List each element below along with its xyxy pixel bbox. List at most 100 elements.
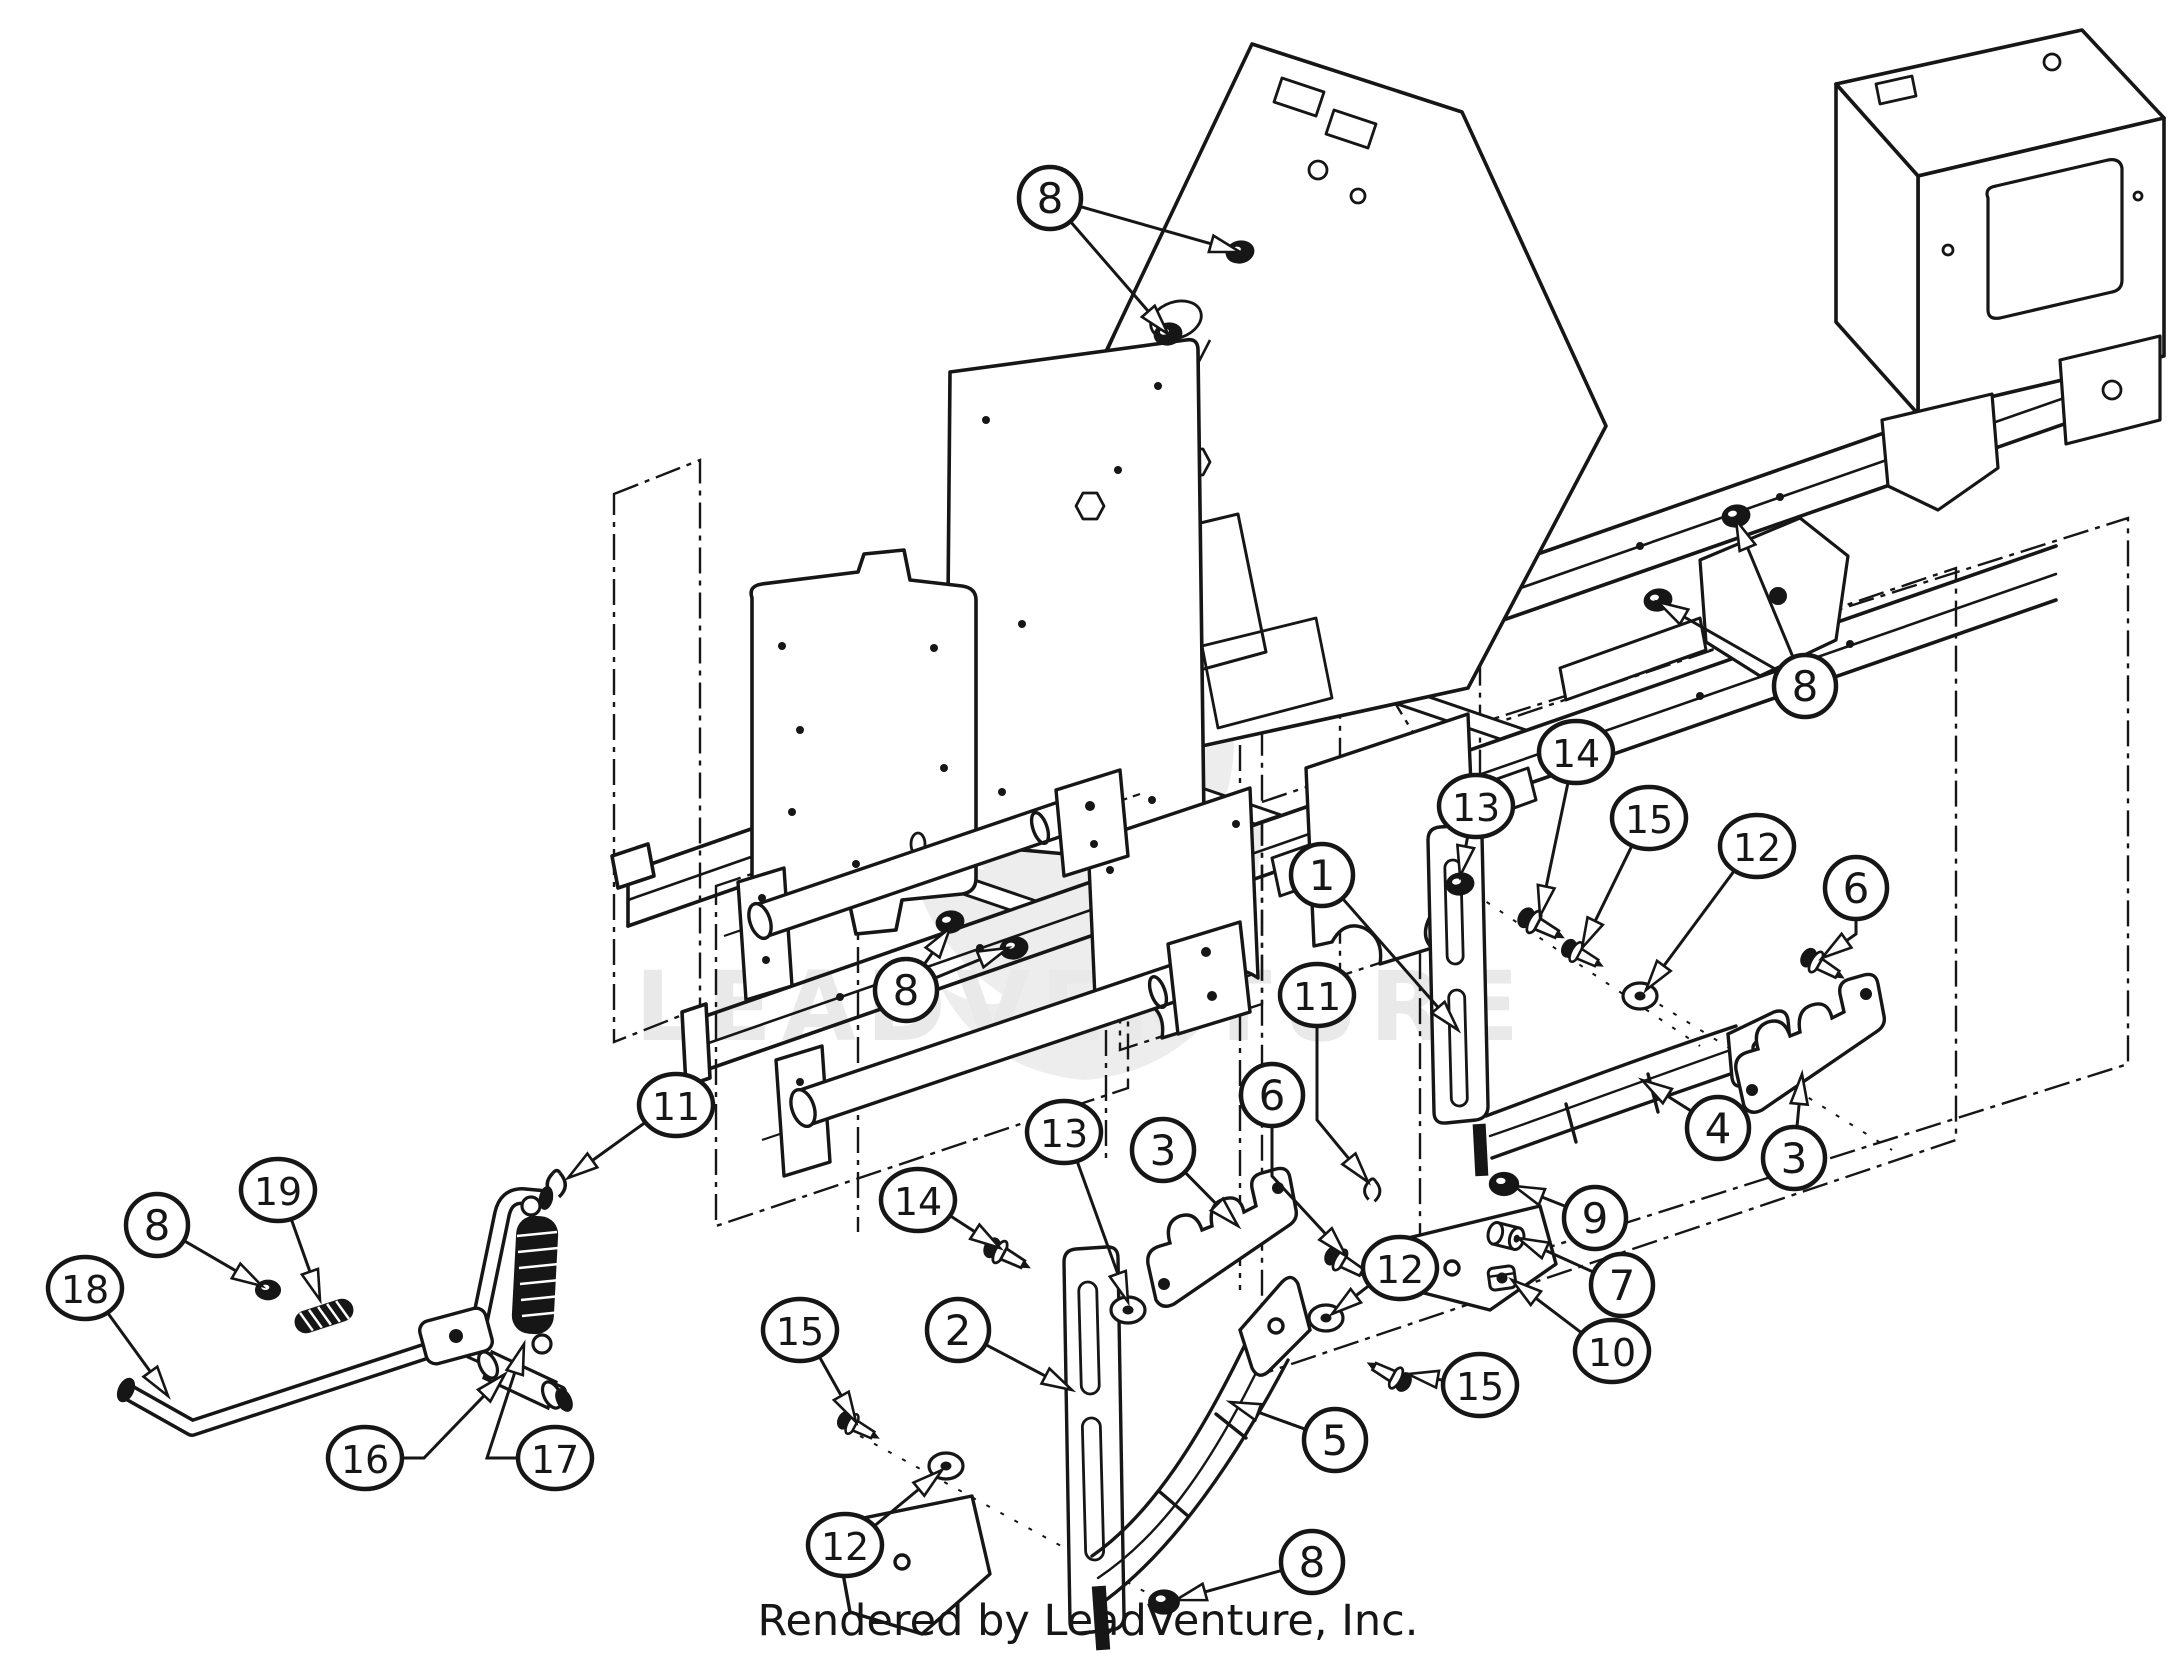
callout-number: 19 bbox=[254, 1170, 302, 1214]
callout-15[interactable]: 15 bbox=[760, 1296, 859, 1427]
callout-8[interactable]: 8 bbox=[1016, 164, 1245, 338]
leader-arrowhead-icon bbox=[1513, 1236, 1551, 1261]
callout-8[interactable]: 8 bbox=[872, 924, 1013, 1024]
leader-line bbox=[1683, 615, 1779, 672]
callout-bubble[interactable] bbox=[1440, 1351, 1520, 1419]
leader-arrowhead-icon bbox=[1734, 515, 1758, 553]
callout-number: 12 bbox=[1376, 1248, 1424, 1292]
callout-bubble[interactable] bbox=[1717, 812, 1797, 880]
leader-line bbox=[1079, 205, 1212, 246]
leader-arrowhead-icon bbox=[1317, 1226, 1350, 1260]
callout-bubble[interactable] bbox=[1822, 854, 1890, 922]
leader-arrowhead-icon bbox=[923, 924, 953, 960]
callout-bubble[interactable] bbox=[238, 1156, 318, 1224]
callout-7[interactable]: 7 bbox=[1513, 1236, 1656, 1319]
callout-bubble[interactable] bbox=[1536, 718, 1616, 786]
callout-bubble[interactable] bbox=[515, 1424, 595, 1492]
callout-12[interactable]: 12 bbox=[1328, 1234, 1440, 1317]
callout-bubble[interactable] bbox=[1684, 1094, 1752, 1162]
callout-bubble[interactable] bbox=[1288, 841, 1356, 909]
leader-arrowhead-icon bbox=[911, 1466, 946, 1498]
callout-bubble[interactable] bbox=[325, 1424, 405, 1492]
callout-bubble[interactable] bbox=[1360, 1234, 1440, 1302]
callout-number: 11 bbox=[1293, 975, 1341, 1019]
leader-line bbox=[1354, 1284, 1371, 1297]
callout-bubble[interactable] bbox=[636, 1071, 716, 1139]
callout-17[interactable]: 17 bbox=[484, 1339, 595, 1492]
callout-bubble[interactable] bbox=[924, 1296, 992, 1364]
callout-bubble[interactable] bbox=[1278, 1528, 1346, 1596]
leader-arrowhead-icon bbox=[1225, 1400, 1263, 1423]
callout-12[interactable]: 12 bbox=[805, 1466, 946, 1579]
leader-line bbox=[1666, 1094, 1693, 1113]
callout-11[interactable]: 11 bbox=[1277, 961, 1372, 1186]
callout-13[interactable]: 13 bbox=[1436, 772, 1516, 881]
callout-bubble[interactable] bbox=[1760, 1124, 1828, 1192]
callout-bubble[interactable] bbox=[1129, 1116, 1197, 1184]
callout-4[interactable]: 4 bbox=[1637, 1077, 1752, 1162]
callout-bubble[interactable] bbox=[1016, 164, 1084, 232]
callout-10[interactable]: 10 bbox=[1508, 1277, 1652, 1385]
callout-bubble[interactable] bbox=[1771, 652, 1839, 720]
callout-3[interactable]: 3 bbox=[1760, 1069, 1828, 1192]
callout-18[interactable]: 18 bbox=[45, 1254, 171, 1400]
callout-bubble[interactable] bbox=[1572, 1317, 1652, 1385]
callout-19[interactable]: 19 bbox=[238, 1156, 322, 1305]
callout-16[interactable]: 16 bbox=[325, 1370, 509, 1492]
leader-line bbox=[1845, 919, 1858, 942]
callout-13[interactable]: 13 bbox=[1024, 1098, 1130, 1307]
callout-bubble[interactable] bbox=[1301, 1406, 1369, 1474]
callout-bubble[interactable] bbox=[760, 1296, 840, 1364]
leader-line bbox=[984, 1343, 1047, 1378]
callout-bubble[interactable] bbox=[1277, 961, 1357, 1029]
callout-12[interactable]: 12 bbox=[1643, 812, 1797, 994]
leader-arrowhead-icon bbox=[1139, 303, 1172, 338]
callout-8[interactable]: 8 bbox=[1653, 515, 1839, 720]
callout-bubble[interactable] bbox=[45, 1254, 125, 1322]
callout-14[interactable]: 14 bbox=[1536, 718, 1616, 921]
leader-line bbox=[1795, 1103, 1801, 1128]
callout-number: 2 bbox=[945, 1306, 972, 1355]
ferrule-16 bbox=[476, 1349, 573, 1412]
callout-bubble[interactable] bbox=[1588, 1251, 1656, 1319]
callout-9[interactable]: 9 bbox=[1509, 1184, 1629, 1252]
callout-number: 18 bbox=[61, 1268, 109, 1312]
hanger-strap-2 bbox=[832, 1245, 1126, 1651]
callout-3[interactable]: 3 bbox=[1129, 1116, 1242, 1230]
leader-line bbox=[402, 1394, 486, 1460]
callout-bubble[interactable] bbox=[1238, 1061, 1306, 1129]
callout-number: 12 bbox=[821, 1525, 869, 1569]
leader-arrowhead-icon bbox=[1429, 999, 1462, 1034]
callout-8[interactable]: 8 bbox=[1171, 1528, 1346, 1602]
leader-arrowhead-icon bbox=[968, 1222, 1005, 1251]
nut-10 bbox=[1486, 1263, 1518, 1293]
callout-5[interactable]: 5 bbox=[1225, 1400, 1369, 1474]
callout-bubble[interactable] bbox=[1024, 1098, 1104, 1166]
callout-6[interactable]: 6 bbox=[1818, 854, 1890, 961]
leader-arrowhead-icon bbox=[564, 1151, 600, 1181]
callout-bubble[interactable] bbox=[878, 1166, 958, 1234]
callout-8[interactable]: 8 bbox=[123, 1191, 267, 1289]
callout-bubble[interactable] bbox=[123, 1191, 191, 1259]
callout-bubble[interactable] bbox=[1436, 772, 1516, 840]
callout-6[interactable]: 6 bbox=[1238, 1061, 1350, 1260]
callout-number: 5 bbox=[1322, 1416, 1349, 1465]
leader-arrowhead-icon bbox=[1818, 931, 1854, 961]
callout-11[interactable]: 11 bbox=[564, 1071, 716, 1181]
leader-arrowhead-icon bbox=[1536, 883, 1557, 921]
callout-2[interactable]: 2 bbox=[924, 1296, 1077, 1393]
callout-15[interactable]: 15 bbox=[1403, 1351, 1520, 1419]
leader-line bbox=[183, 1239, 237, 1273]
callout-bubble[interactable] bbox=[805, 1511, 885, 1579]
callout-number: 13 bbox=[1452, 786, 1500, 830]
leader-line bbox=[106, 1311, 152, 1373]
callout-bubble[interactable] bbox=[1609, 784, 1689, 852]
callout-1[interactable]: 1 bbox=[1288, 841, 1462, 1034]
callout-15[interactable]: 15 bbox=[1579, 784, 1689, 953]
threaded-stud-2 bbox=[1091, 1585, 1111, 1651]
callout-bubble[interactable] bbox=[872, 956, 940, 1024]
leader-arrowhead-icon bbox=[1328, 1286, 1364, 1317]
callout-bubble[interactable] bbox=[1561, 1184, 1629, 1252]
callout-14[interactable]: 14 bbox=[878, 1166, 1005, 1251]
